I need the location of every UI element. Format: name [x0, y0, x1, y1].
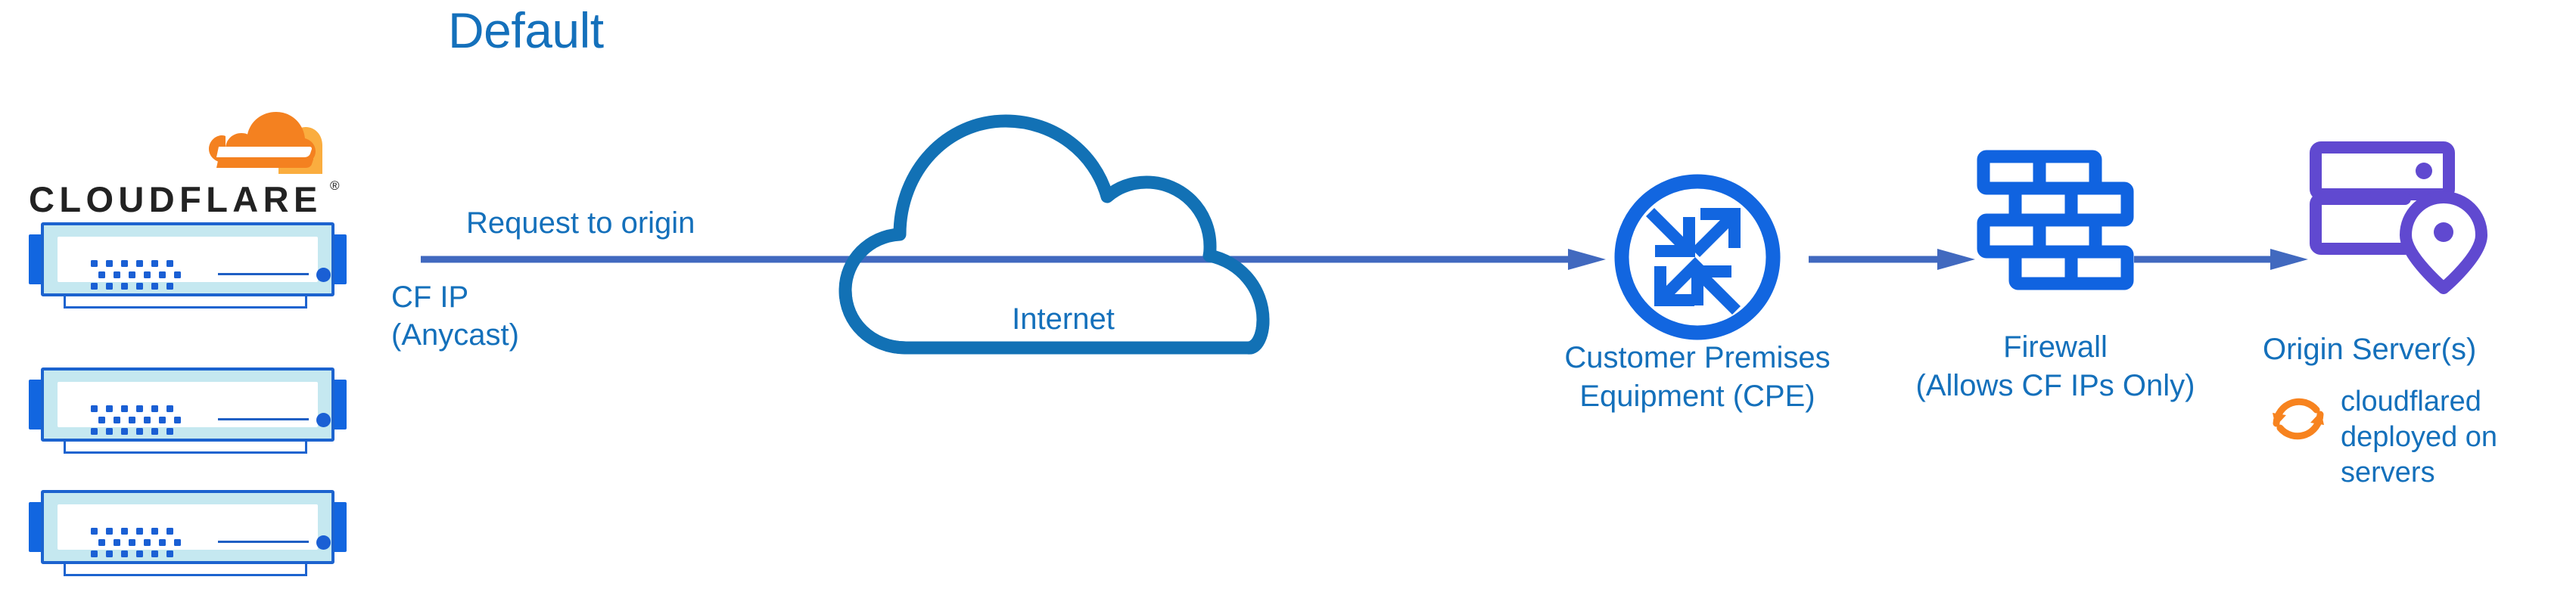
request-to-origin-label: Request to origin	[466, 206, 695, 240]
firewall-to-origin-arrow-icon	[2134, 245, 2310, 274]
server-chassis	[41, 367, 334, 442]
server-ports-icon	[91, 260, 188, 290]
server-ports-icon	[91, 405, 188, 436]
server-rack-location-pin-icon	[2308, 140, 2497, 302]
refresh-sync-arrows-icon	[2266, 387, 2330, 451]
cloud-outline-icon	[836, 106, 1290, 355]
server-ports-icon	[91, 528, 188, 558]
cf-edge-server-unit	[29, 490, 347, 576]
cloudflared-note-text: cloudflared deployed on servers	[2341, 386, 2498, 488]
brick-wall-icon	[1977, 150, 2134, 301]
firewall-label: Firewall (Allows CF IPs Only)	[1915, 330, 2195, 402]
cloudflare-wordmark: CLOUDFLARE	[29, 179, 322, 219]
server-slot-line	[218, 273, 309, 275]
server-front-panel	[58, 382, 331, 435]
server-led-icon	[316, 535, 331, 550]
server-chassis	[41, 490, 334, 564]
server-shelf	[64, 564, 307, 576]
cpe-label: Customer Premises Equipment (CPE)	[1564, 341, 1831, 413]
registered-trademark-mark: ®	[330, 178, 340, 193]
server-slot-line	[218, 541, 309, 543]
server-led-icon	[316, 413, 331, 427]
server-shelf	[64, 442, 307, 454]
cf-edge-server-unit	[29, 367, 347, 454]
cf-ip-anycast-label: CF IP (Anycast)	[391, 281, 519, 352]
page-title: Default	[448, 2, 604, 58]
server-chassis	[41, 222, 334, 296]
router-four-arrows-circle-icon	[1610, 170, 1784, 344]
server-front-panel	[58, 504, 331, 557]
server-slot-line	[218, 418, 309, 420]
cf-edge-server-unit	[29, 222, 347, 309]
cloudflare-cloud-icon	[179, 112, 322, 177]
origin-server-label: Origin Server(s)	[2263, 333, 2477, 366]
server-shelf	[64, 296, 307, 309]
cpe-to-firewall-arrow-icon	[1809, 245, 1977, 274]
server-led-icon	[316, 268, 331, 282]
edge-to-cpe-arrow-icon	[421, 245, 1607, 274]
cloudflared-annotation: cloudflared deployed on servers	[2266, 384, 2569, 535]
internet-label: Internet	[1012, 302, 1115, 336]
cloudflare-logo: CLOUDFLARE ®	[29, 112, 347, 219]
server-front-panel	[58, 237, 331, 290]
